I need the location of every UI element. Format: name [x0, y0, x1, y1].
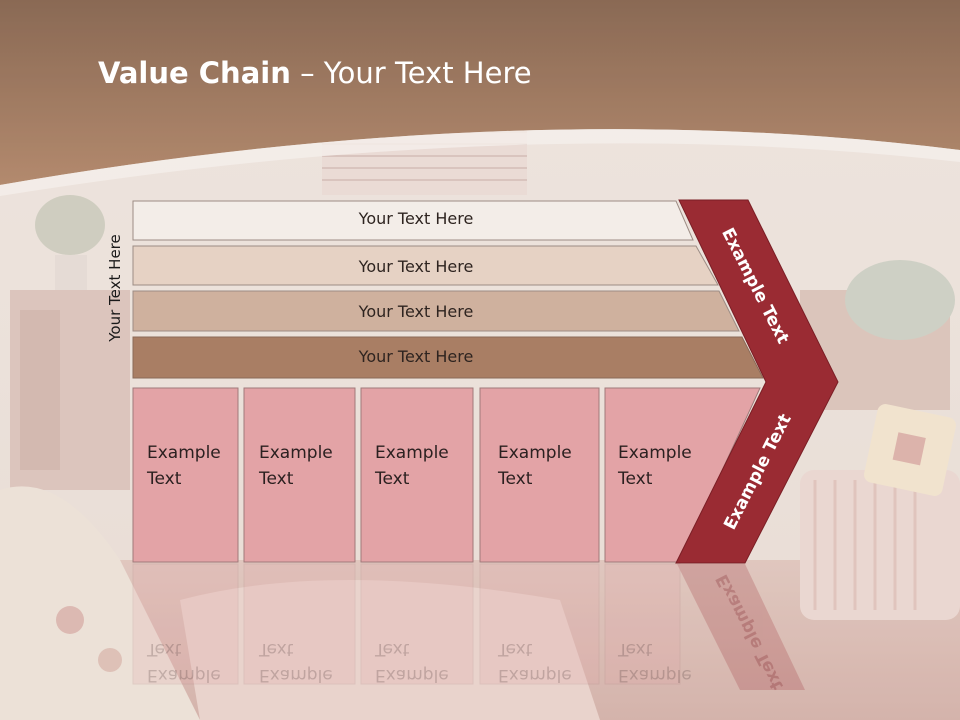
- band-4: [132, 336, 764, 379]
- box-label-4-reflection: Example Text: [498, 639, 572, 685]
- box-label-3-reflection: Example Text: [375, 639, 449, 685]
- box-label-5: Example Text: [618, 443, 692, 489]
- box-label-3: Example Text: [375, 443, 449, 489]
- band-label-4: Your Text Here: [358, 347, 474, 366]
- box-label-2-reflection: Example Text: [259, 639, 333, 685]
- band-1: [132, 200, 694, 241]
- activity-box-1: [132, 387, 239, 563]
- margin-chevron: [675, 199, 839, 564]
- band-3: [132, 290, 740, 332]
- box-label-2: Example Text: [259, 443, 333, 489]
- title-bold: Value Chain: [98, 56, 291, 90]
- activity-box-3: [360, 387, 474, 563]
- band-label-3: Your Text Here: [358, 302, 474, 321]
- activity-box-2: [243, 387, 356, 563]
- box-label-1-reflection: Example Text: [147, 639, 221, 685]
- activity-box-4: [479, 387, 600, 563]
- page-title: Value Chain – Your Text Here: [98, 56, 532, 90]
- box-label-4: Example Text: [498, 443, 572, 489]
- title-rest: – Your Text Here: [290, 56, 532, 90]
- band-label-2: Your Text Here: [358, 257, 474, 276]
- band-label-1: Your Text Here: [358, 209, 474, 228]
- band-2: [132, 245, 719, 286]
- box-label-1: Example Text: [147, 443, 221, 489]
- box-label-5-reflection: Example Text: [618, 639, 692, 685]
